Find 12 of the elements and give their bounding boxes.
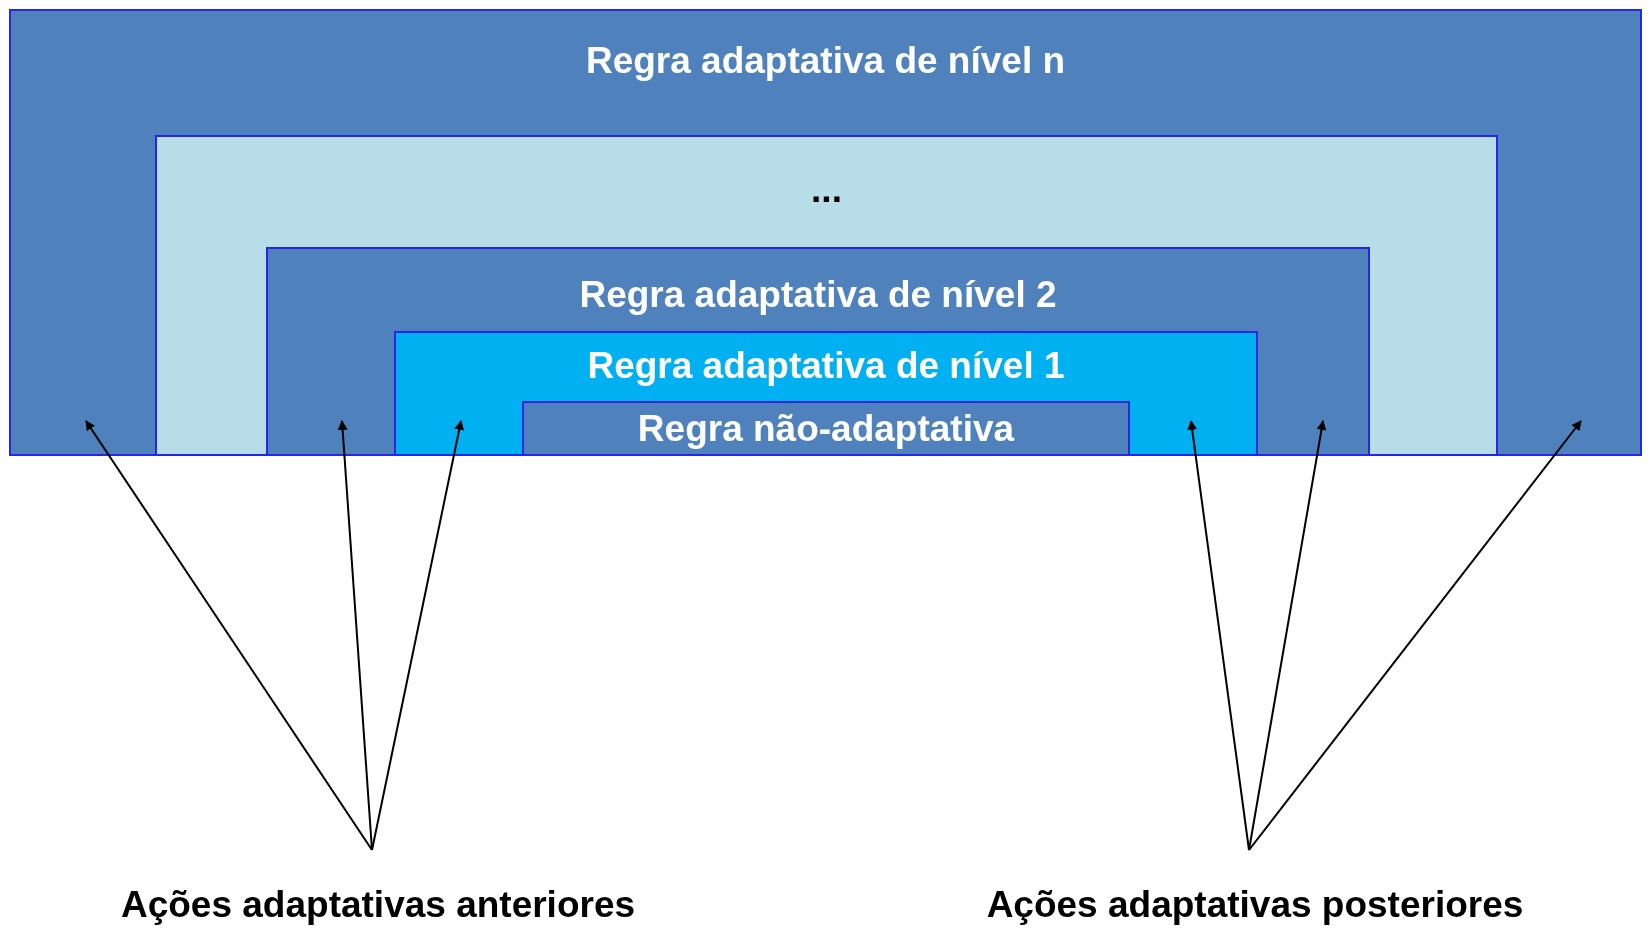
rule-label: Regra adaptativa de nível 1: [587, 346, 1065, 386]
caption-text: Ações adaptativas posteriores: [986, 885, 1524, 925]
ellipsis-box: [155, 135, 1498, 456]
rule-label: Regra não-adaptativa: [637, 409, 1015, 449]
ellipsis: ...: [811, 170, 842, 210]
arrow: [85, 420, 373, 851]
arrow: [371, 420, 465, 851]
arrow: [1248, 420, 1582, 851]
arrow: [1248, 420, 1327, 851]
rule-label: Regra adaptativa de nível 2: [579, 275, 1057, 315]
rule-label: Regra adaptativa de nível n: [585, 41, 1066, 81]
caption-text: Ações adaptativas anteriores: [120, 885, 636, 925]
